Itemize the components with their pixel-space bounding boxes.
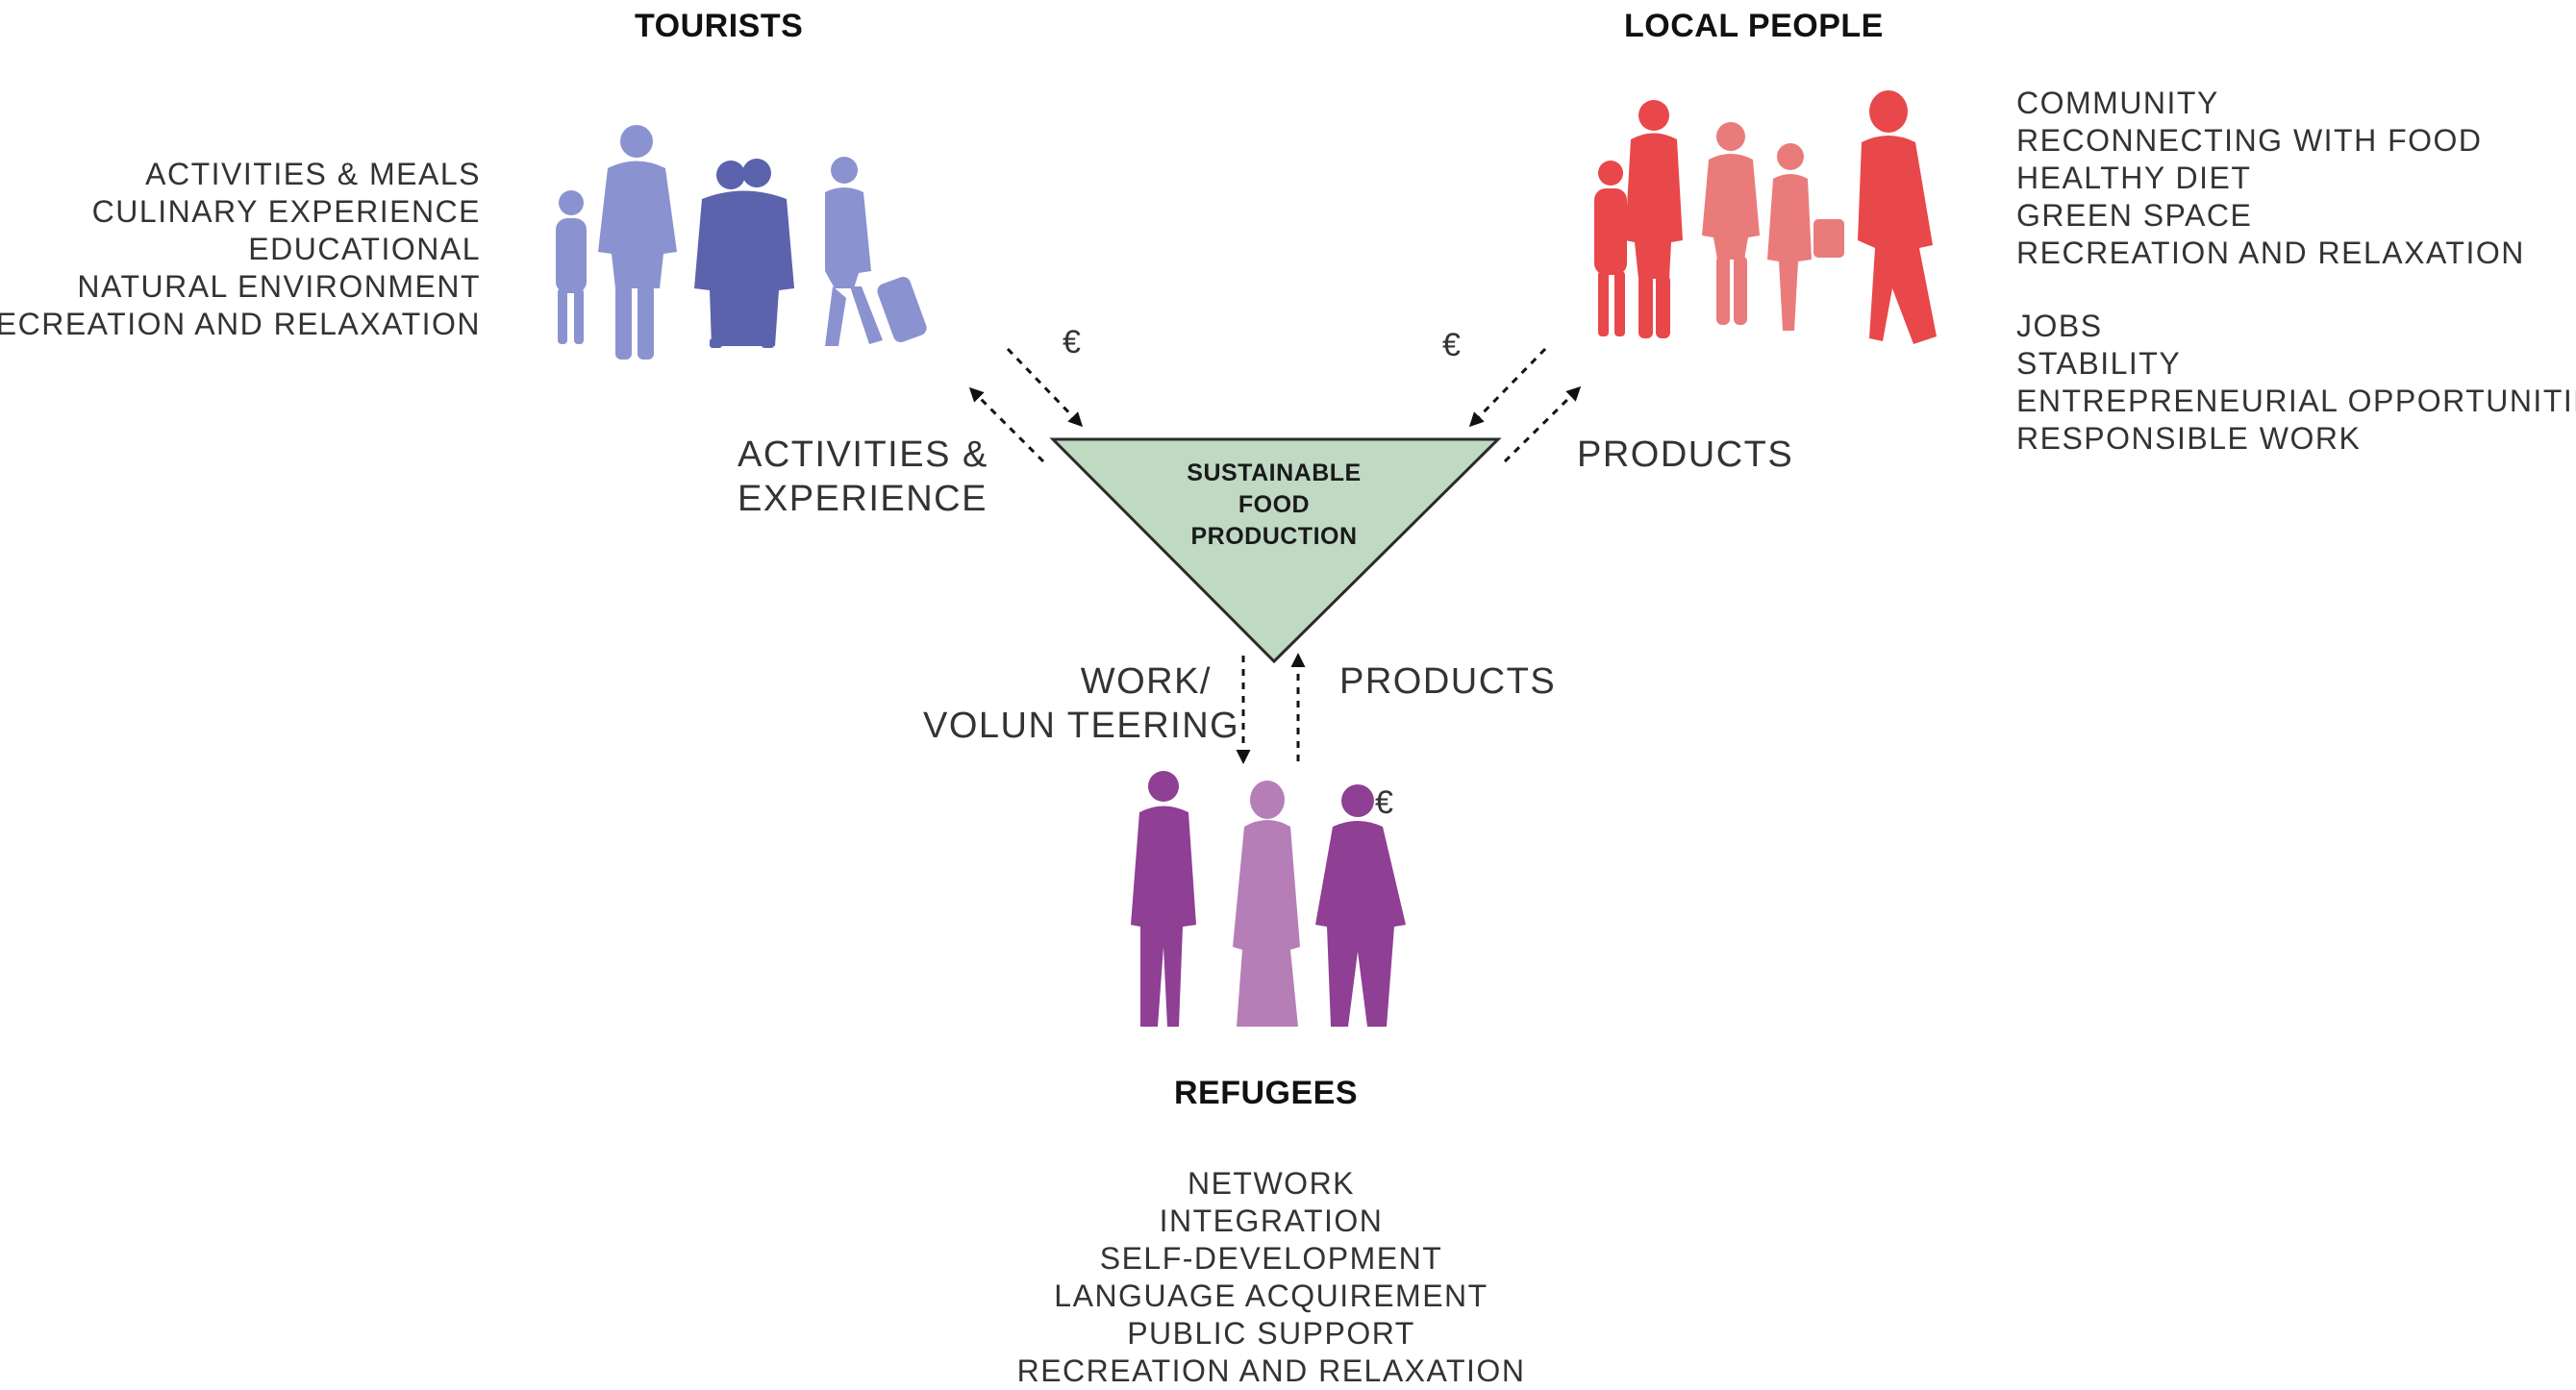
tourists-silhouettes: [556, 125, 927, 360]
sustainable-food-production-triangle: [1049, 437, 1502, 664]
tourist-outflow-label: ACTIVITIES & EXPERIENCE: [738, 434, 988, 519]
refugees-benefits-list: NETWORK INTEGRATION SELF-DEVELOPMENT LAN…: [983, 1165, 1560, 1390]
refugee-inflow-label: WORK/ VOLUN TEERING: [923, 661, 1240, 746]
arrow-local-to-center: [1468, 347, 1547, 428]
arrow-center-to-local: [1503, 385, 1582, 463]
refugee-person-figure: [1315, 784, 1406, 1027]
local-people-benefit: COMMUNITY: [2016, 86, 2219, 120]
refugees-silhouettes: [1131, 771, 1406, 1027]
tourist-currency-symbol: €: [1063, 324, 1083, 360]
refugees-title: REFUGEES: [1174, 1075, 1359, 1111]
arrow-tourists-to-center: [1006, 347, 1084, 428]
center-label-line3: PRODUCTION: [1190, 523, 1358, 550]
local-people-benefits-list-2: JOBS STABILITY ENTREPRENEURIAL OPPORTUNI…: [2016, 308, 2576, 458]
flow-arrows: [968, 347, 1582, 764]
tourists-benefit: EDUCATIONAL: [248, 232, 481, 266]
tourist-traveler-figure: [825, 157, 927, 346]
center-label-line2: FOOD: [1238, 491, 1311, 518]
local-people-benefit: GREEN SPACE: [2016, 198, 2253, 233]
local-currency-symbol: €: [1442, 327, 1463, 363]
local-walking-man-figure: [1702, 122, 1760, 325]
refugees-benefit: PUBLIC SUPPORT: [1127, 1316, 1415, 1351]
local-people-silhouettes: [1594, 90, 1937, 344]
tourist-man-figure: [598, 125, 677, 360]
center-label: SUSTAINABLE FOOD PRODUCTION: [1130, 458, 1418, 553]
refugee-man-figure: [1131, 771, 1196, 1027]
local-people-benefit: STABILITY: [2016, 346, 2182, 381]
refugee-woman-figure: [1233, 781, 1300, 1027]
tourists-benefit: ACTIVITIES & MEALS: [145, 157, 481, 191]
local-outflow-label: PRODUCTS: [1577, 434, 1794, 475]
tourists-benefit: RECREATION AND RELAXATION: [0, 307, 481, 341]
refugees-benefit: RECREATION AND RELAXATION: [1016, 1353, 1526, 1388]
local-people-benefit: HEALTHY DIET: [2016, 161, 2252, 195]
local-woman-figure: [1858, 90, 1937, 344]
tourists-benefits-list: ACTIVITIES & MEALS CULINARY EXPERIENCE E…: [0, 156, 481, 343]
local-people-benefit: JOBS: [2016, 309, 2103, 343]
tourists-title: TOURISTS: [635, 8, 804, 44]
refugee-outflow-label: PRODUCTS: [1339, 661, 1557, 702]
refugee-currency-symbol: €: [1375, 784, 1395, 821]
local-people-benefits-list-1: COMMUNITY RECONNECTING WITH FOOD HEALTHY…: [2016, 85, 2525, 272]
center-label-line1: SUSTAINABLE: [1187, 459, 1362, 486]
local-man-figure: [1625, 100, 1683, 338]
local-people-benefit: RECREATION AND RELAXATION: [2016, 236, 2525, 270]
local-people-benefit: ENTREPRENEURIAL OPPORTUNITIES: [2016, 384, 2576, 418]
local-child-figure: [1594, 161, 1627, 336]
tourists-benefit: NATURAL ENVIRONMENT: [77, 269, 481, 304]
local-people-benefit: RECONNECTING WITH FOOD: [2016, 123, 2483, 158]
local-people-benefit: RESPONSIBLE WORK: [2016, 421, 2362, 456]
tourist-couple-figure: [694, 159, 794, 348]
refugees-benefit: INTEGRATION: [1159, 1204, 1384, 1238]
refugees-benefit: NETWORK: [1187, 1166, 1356, 1201]
tourists-benefit: CULINARY EXPERIENCE: [91, 194, 481, 229]
refugees-benefit: LANGUAGE ACQUIREMENT: [1054, 1278, 1488, 1313]
refugees-benefit: SELF-DEVELOPMENT: [1099, 1241, 1443, 1276]
local-woman-bag-figure: [1767, 143, 1844, 331]
tourist-child-figure: [556, 190, 587, 344]
local-people-title: LOCAL PEOPLE: [1624, 8, 1884, 44]
arrow-center-to-tourists: [968, 386, 1045, 463]
